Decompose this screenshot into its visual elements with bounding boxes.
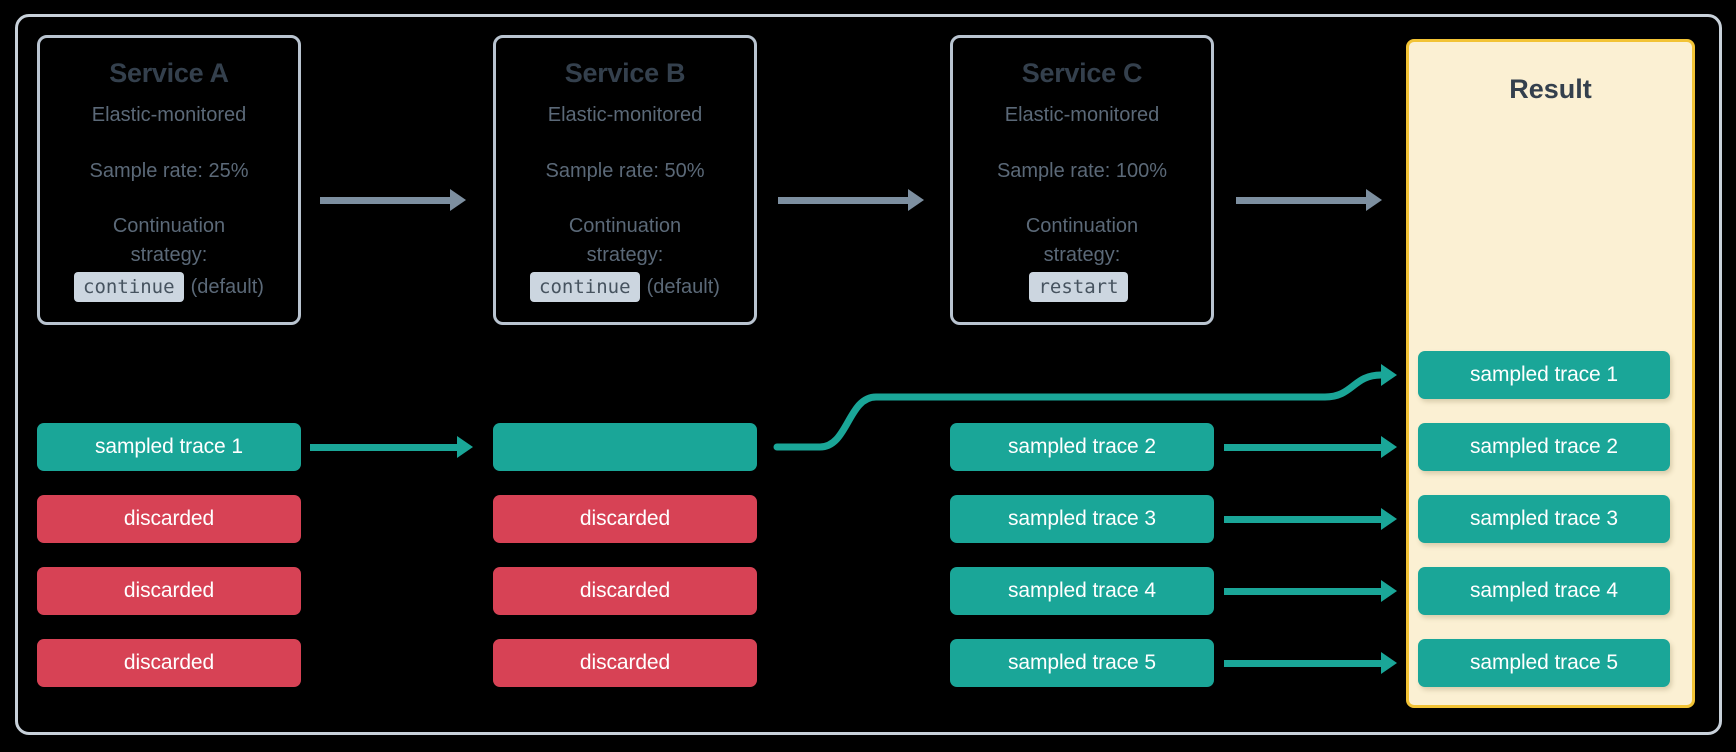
flow-arrow-b-to-c-head xyxy=(908,189,924,211)
service-card-a: Service A Elastic-monitored Sample rate:… xyxy=(37,35,301,325)
trace-arrow-c4-to-result5-head xyxy=(1381,652,1397,674)
service-a-strategy-label-1: Continuation xyxy=(112,215,226,237)
trace-pill-a-4: discarded xyxy=(37,639,301,687)
result-title: Result xyxy=(1509,74,1592,104)
trace-pill-b-1 xyxy=(493,423,757,471)
trace-pill-a-1: sampled trace 1 xyxy=(37,423,301,471)
service-c-title: Service C xyxy=(1021,58,1143,88)
flow-arrow-b-to-c-line xyxy=(778,197,910,204)
service-b-strategy-label-1: Continuation xyxy=(568,215,682,237)
trace-pill-b-4: discarded xyxy=(493,639,757,687)
service-a-strategy-line: continue (default) xyxy=(50,272,288,302)
service-b-strategy-note: (default) xyxy=(646,275,720,298)
trace-arrow-c1-to-result2-head xyxy=(1381,436,1397,458)
trace-pill-a-2: discarded xyxy=(37,495,301,543)
trace-pill-c-2: sampled trace 3 xyxy=(950,495,1214,543)
service-b-subtitle: Elastic-monitored xyxy=(547,104,703,126)
service-b-title: Service B xyxy=(564,58,686,88)
trace-pill-a-3: discarded xyxy=(37,567,301,615)
trace-arrow-a1-to-b1-head xyxy=(457,436,473,458)
trace-arrow-c2-to-result3-head xyxy=(1381,508,1397,530)
service-a-strategy: Continuation strategy: continue (default… xyxy=(50,212,288,302)
service-b-strategy: Continuation strategy: continue (default… xyxy=(506,212,744,302)
service-a-subtitle: Elastic-monitored xyxy=(91,104,247,126)
trace-arrow-c3-to-result4-head xyxy=(1381,580,1397,602)
result-trace-pill-2: sampled trace 2 xyxy=(1418,423,1670,471)
service-b-strategy-line: continue (default) xyxy=(506,272,744,302)
trace-pill-c-3: sampled trace 4 xyxy=(950,567,1214,615)
service-b-strategy-value: continue xyxy=(530,272,640,302)
trace-pill-c-1: sampled trace 2 xyxy=(950,423,1214,471)
result-trace-pill-4: sampled trace 4 xyxy=(1418,567,1670,615)
service-card-b: Service B Elastic-monitored Sample rate:… xyxy=(493,35,757,325)
service-b-sample-rate: Sample rate: 50% xyxy=(545,160,705,182)
diagram-outer-frame xyxy=(15,14,1722,735)
trace-arrow-c1-to-result2-line xyxy=(1224,444,1384,451)
service-c-strategy: Continuation strategy: restart xyxy=(963,212,1201,302)
trace-pill-b-2: discarded xyxy=(493,495,757,543)
flow-arrow-a-to-b-line xyxy=(320,197,452,204)
service-a-strategy-note: (default) xyxy=(190,275,264,298)
flow-arrow-c-to-result-head xyxy=(1366,189,1382,211)
service-c-sample-rate: Sample rate: 100% xyxy=(996,160,1168,182)
trace-curve-b1-to-result1-head xyxy=(1381,364,1397,386)
service-b-strategy-label-2: strategy: xyxy=(586,244,664,266)
service-c-strategy-value: restart xyxy=(1029,272,1128,302)
service-a-title: Service A xyxy=(109,58,229,88)
flow-arrow-c-to-result-line xyxy=(1236,197,1368,204)
service-a-sample-rate: Sample rate: 25% xyxy=(89,160,249,182)
trace-pill-b-3: discarded xyxy=(493,567,757,615)
service-a-strategy-value: continue xyxy=(74,272,184,302)
service-c-subtitle: Elastic-monitored xyxy=(1004,104,1160,126)
service-a-strategy-label-2: strategy: xyxy=(130,244,208,266)
result-trace-pill-1: sampled trace 1 xyxy=(1418,351,1670,399)
trace-arrow-a1-to-b1-line xyxy=(310,444,460,451)
service-c-strategy-line: restart xyxy=(963,272,1201,302)
trace-arrow-c2-to-result3-line xyxy=(1224,516,1384,523)
service-c-strategy-label-2: strategy: xyxy=(1043,244,1121,266)
service-card-c: Service C Elastic-monitored Sample rate:… xyxy=(950,35,1214,325)
result-trace-pill-3: sampled trace 3 xyxy=(1418,495,1670,543)
trace-arrow-c4-to-result5-line xyxy=(1224,660,1384,667)
result-trace-pill-5: sampled trace 5 xyxy=(1418,639,1670,687)
flow-arrow-a-to-b-head xyxy=(450,189,466,211)
service-c-strategy-label-1: Continuation xyxy=(1025,215,1139,237)
trace-arrow-c3-to-result4-line xyxy=(1224,588,1384,595)
trace-pill-c-4: sampled trace 5 xyxy=(950,639,1214,687)
